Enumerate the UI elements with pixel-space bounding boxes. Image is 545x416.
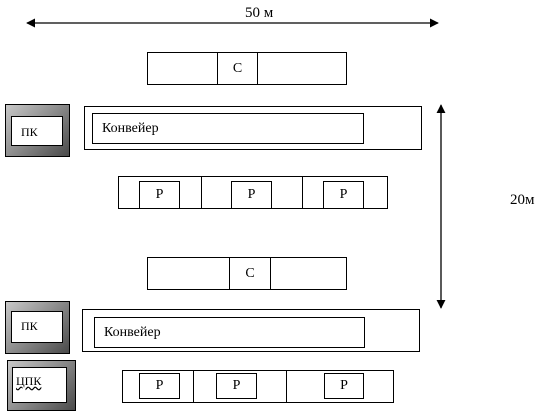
post-label-1-1: Р (155, 187, 164, 202)
post-2-2: Р (216, 373, 257, 399)
width-label: 50 м (245, 5, 274, 21)
post-label-1-3: Р (339, 187, 348, 202)
conveyor-label-2: Конвейер (104, 325, 161, 340)
post-1-1: Р (139, 181, 180, 209)
control-panel-1: ПК (5, 104, 70, 157)
post-2-1: Р (139, 373, 180, 399)
post-1-2: Р (231, 181, 272, 209)
conveyor-label-1: Конвейер (102, 121, 159, 136)
station-cell-1: С (217, 52, 258, 85)
post-label-2-2: Р (232, 378, 241, 393)
posts-divider-2a (193, 370, 194, 403)
control-panel-screen-2: ПК (11, 311, 63, 343)
post-label-1-2: Р (247, 187, 256, 202)
central-control-panel: ЦПК (7, 360, 76, 411)
control-panel-2: ПК (5, 301, 70, 354)
post-label-2-3: Р (340, 378, 348, 393)
conveyor-belt-2: Конвейер (94, 317, 365, 348)
central-control-panel-screen: ЦПК (12, 367, 67, 403)
station-label-2: С (245, 265, 255, 281)
station-label-1: С (232, 60, 243, 76)
height-label: 20м (510, 192, 535, 208)
posts-divider-1a (201, 176, 202, 209)
post-1-3: Р (323, 181, 364, 209)
central-control-panel-label: ЦПК (16, 374, 42, 388)
post-label-2-1: Р (155, 378, 164, 393)
control-panel-label-1: ПК (21, 125, 38, 139)
post-2-3: Р (324, 373, 364, 399)
control-panel-screen-1: ПК (11, 116, 63, 146)
posts-divider-1b (302, 176, 303, 209)
posts-divider-2b (286, 370, 287, 403)
control-panel-label-2: ПК (21, 319, 38, 333)
conveyor-belt-1: Конвейер (92, 113, 364, 144)
station-cell-2: С (229, 257, 271, 290)
